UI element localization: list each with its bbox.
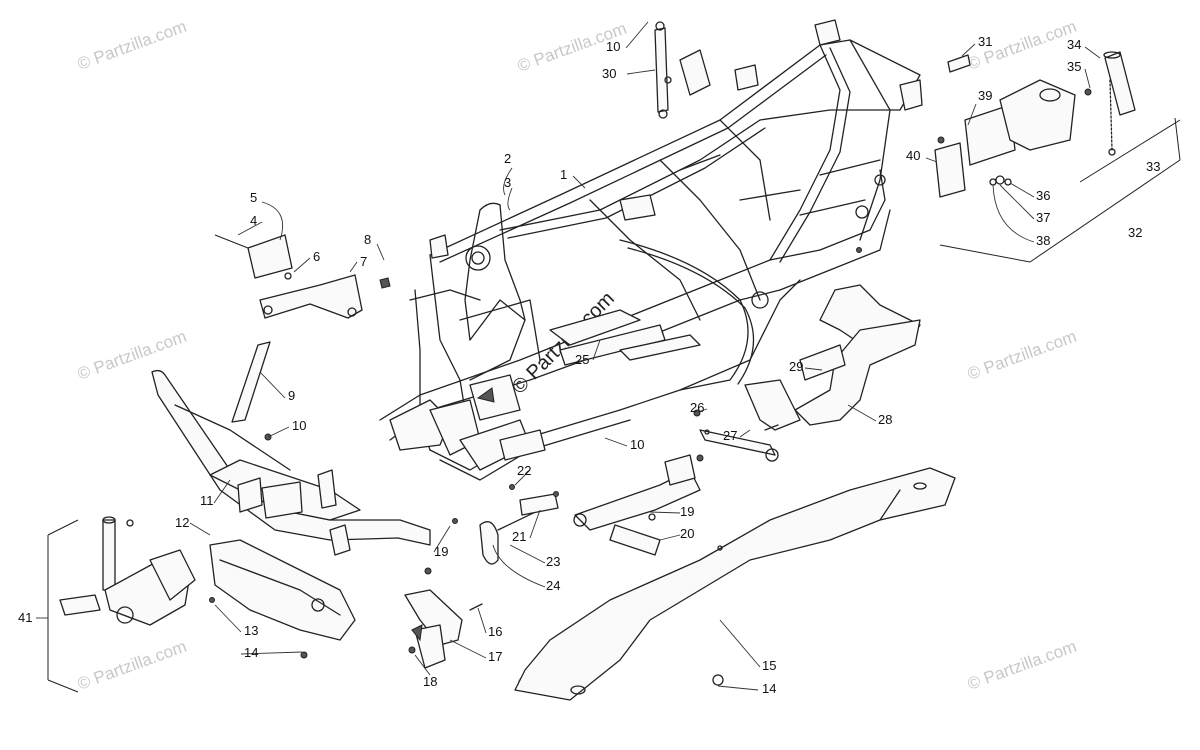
callout-41: 41 bbox=[18, 610, 32, 625]
callout-39: 39 bbox=[978, 88, 992, 103]
callout-20: 20 bbox=[680, 526, 694, 541]
callout-19: 19 bbox=[680, 504, 694, 519]
skid-plate-15 bbox=[514, 467, 956, 701]
callout-31: 31 bbox=[978, 34, 992, 49]
callout-1: 1 bbox=[560, 167, 567, 182]
callout-14: 14 bbox=[762, 681, 776, 696]
callout-38: 38 bbox=[1036, 233, 1050, 248]
watermark: © Partzilla.com bbox=[75, 637, 189, 694]
callout-18: 18 bbox=[423, 674, 437, 689]
callout-7: 7 bbox=[360, 254, 367, 269]
parts-4-7 bbox=[214, 234, 391, 319]
callout-4: 4 bbox=[250, 213, 257, 228]
callout-37: 37 bbox=[1036, 210, 1050, 225]
callout-9: 9 bbox=[288, 388, 295, 403]
callout-30: 30 bbox=[602, 66, 616, 81]
callout-25: 25 bbox=[575, 352, 589, 367]
callout-19: 19 bbox=[434, 544, 448, 559]
callout-36: 36 bbox=[1036, 188, 1050, 203]
callout-21: 21 bbox=[512, 529, 526, 544]
callout-29: 29 bbox=[789, 359, 803, 374]
callout-2: 2 bbox=[504, 151, 511, 166]
callout-28: 28 bbox=[878, 412, 892, 427]
watermark: © Partzilla.com bbox=[965, 327, 1079, 384]
callout-40: 40 bbox=[906, 148, 920, 163]
leader-lines bbox=[36, 21, 1101, 691]
parts-19-24 bbox=[452, 454, 704, 565]
front-skid-plate bbox=[209, 539, 356, 659]
callout-12: 12 bbox=[175, 515, 189, 530]
watermark: © Partzilla.com bbox=[75, 327, 189, 384]
callout-6: 6 bbox=[313, 249, 320, 264]
callout-27: 27 bbox=[723, 428, 737, 443]
rear-rack bbox=[693, 247, 921, 462]
watermark: © Partzilla.com bbox=[965, 637, 1079, 694]
watermark: © Partzilla.com bbox=[75, 17, 189, 74]
callout-3: 3 bbox=[504, 175, 511, 190]
callout-23: 23 bbox=[546, 554, 560, 569]
callout-34: 34 bbox=[1067, 37, 1081, 52]
callout-10: 10 bbox=[606, 39, 620, 54]
callout-5: 5 bbox=[250, 190, 257, 205]
callout-10: 10 bbox=[630, 437, 644, 452]
part-30-bracket bbox=[654, 21, 711, 119]
parts-16-18 bbox=[404, 589, 483, 669]
callout-8: 8 bbox=[364, 232, 371, 247]
callout-33: 33 bbox=[1146, 159, 1160, 174]
callout-24: 24 bbox=[546, 578, 560, 593]
callout-14: 14 bbox=[244, 645, 258, 660]
rear-hitch-assembly bbox=[934, 51, 1181, 263]
callout-13: 13 bbox=[244, 623, 258, 638]
callout-15: 15 bbox=[762, 658, 776, 673]
callout-32: 32 bbox=[1128, 225, 1142, 240]
callout-22: 22 bbox=[517, 463, 531, 478]
front-hitch-41 bbox=[47, 516, 196, 693]
callout-26: 26 bbox=[690, 400, 704, 415]
callout-16: 16 bbox=[488, 624, 502, 639]
callout-17: 17 bbox=[488, 649, 502, 664]
front-bumper bbox=[151, 341, 432, 575]
main-frame bbox=[379, 19, 923, 481]
callout-11: 11 bbox=[200, 493, 214, 508]
callout-10: 10 bbox=[292, 418, 306, 433]
callout-35: 35 bbox=[1067, 59, 1081, 74]
